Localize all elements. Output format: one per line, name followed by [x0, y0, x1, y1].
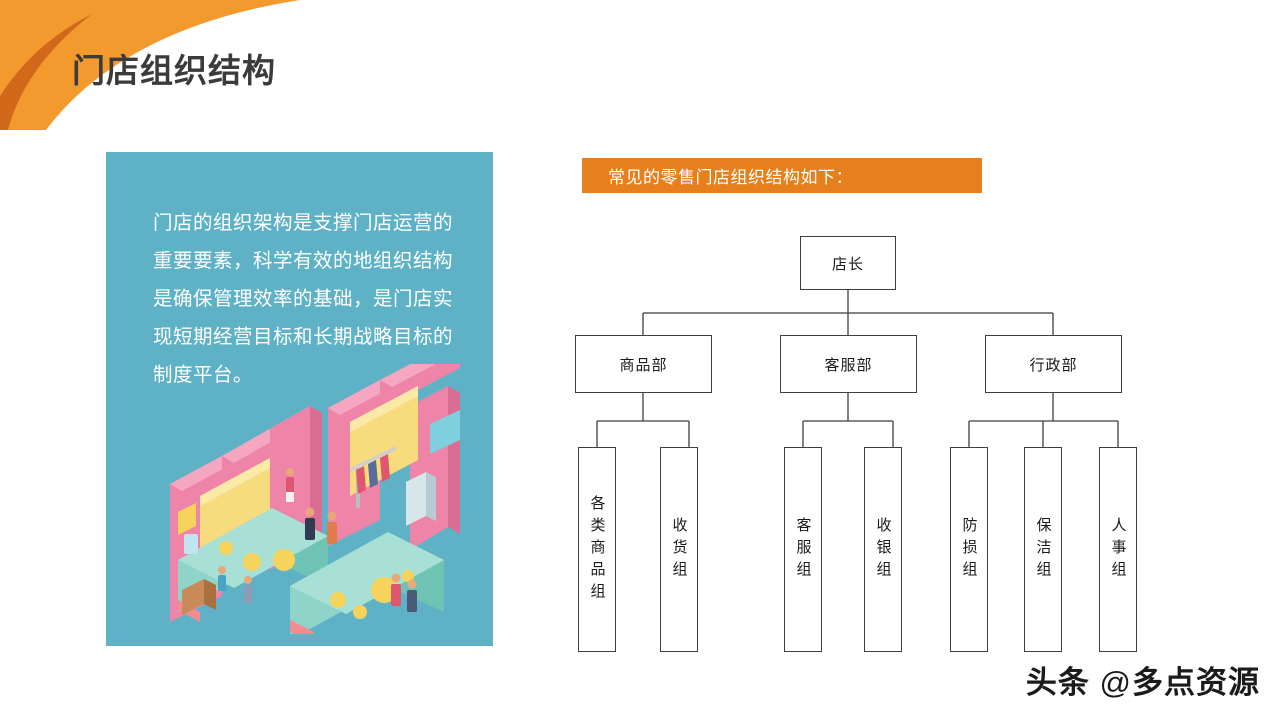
watermark-handle: 多点资源	[1132, 665, 1260, 700]
watermark-prefix: 头条	[1025, 665, 1090, 700]
isometric-retail-store-illustration	[170, 364, 460, 634]
org-node-team-cleaning[interactable]: 保洁组	[1024, 447, 1062, 652]
org-node-label: 收银组	[874, 516, 892, 583]
watermark: 头条 @多点资源	[1026, 657, 1260, 702]
org-node-team-loss-prevention[interactable]: 防损组	[950, 447, 988, 652]
org-node-team-cashier[interactable]: 收银组	[864, 447, 902, 652]
org-node-label: 防损组	[960, 516, 978, 583]
chart-section-banner: 常见的零售门店组织结构如下：	[582, 158, 982, 193]
org-node-label: 保洁组	[1034, 516, 1052, 583]
org-node-label: 收货组	[670, 516, 688, 583]
org-chart: 店长 商品部 客服部 行政部 各类商品组 收货组 客服组 收银组 防损组 保洁组…	[555, 225, 1155, 655]
org-node-team-human-resources[interactable]: 人事组	[1099, 447, 1137, 652]
page-title: 门店组织结构	[72, 52, 276, 89]
chart-section-label: 常见的零售门店组织结构如下：	[608, 168, 853, 187]
corner-swoosh-icon	[0, 0, 300, 130]
watermark-at-symbol: @	[1099, 665, 1132, 700]
org-node-label: 各类商品组	[588, 494, 606, 605]
org-node-label: 人事组	[1109, 516, 1127, 583]
org-node-department-customer-service[interactable]: 客服部	[780, 335, 917, 393]
org-node-label: 店长	[831, 255, 864, 273]
org-node-team-customer-service[interactable]: 客服组	[784, 447, 822, 652]
org-node-label: 行政部	[1029, 356, 1078, 374]
org-node-department-administration[interactable]: 行政部	[985, 335, 1122, 393]
org-node-team-product-groups[interactable]: 各类商品组	[578, 447, 616, 652]
org-node-label: 商品部	[619, 356, 668, 374]
org-node-label: 客服组	[794, 516, 812, 583]
org-node-department-merchandise[interactable]: 商品部	[575, 335, 712, 393]
org-node-team-receiving[interactable]: 收货组	[660, 447, 698, 652]
org-node-root[interactable]: 店长	[800, 236, 896, 290]
intro-panel: 门店的组织架构是支撑门店运营的重要要素，科学有效的地组织结构是确保管理效率的基础…	[106, 152, 493, 646]
org-chart-connectors	[596, 290, 1119, 447]
org-node-label: 客服部	[824, 356, 873, 374]
intro-paragraph: 门店的组织架构是支撑门店运营的重要要素，科学有效的地组织结构是确保管理效率的基础…	[153, 212, 454, 386]
